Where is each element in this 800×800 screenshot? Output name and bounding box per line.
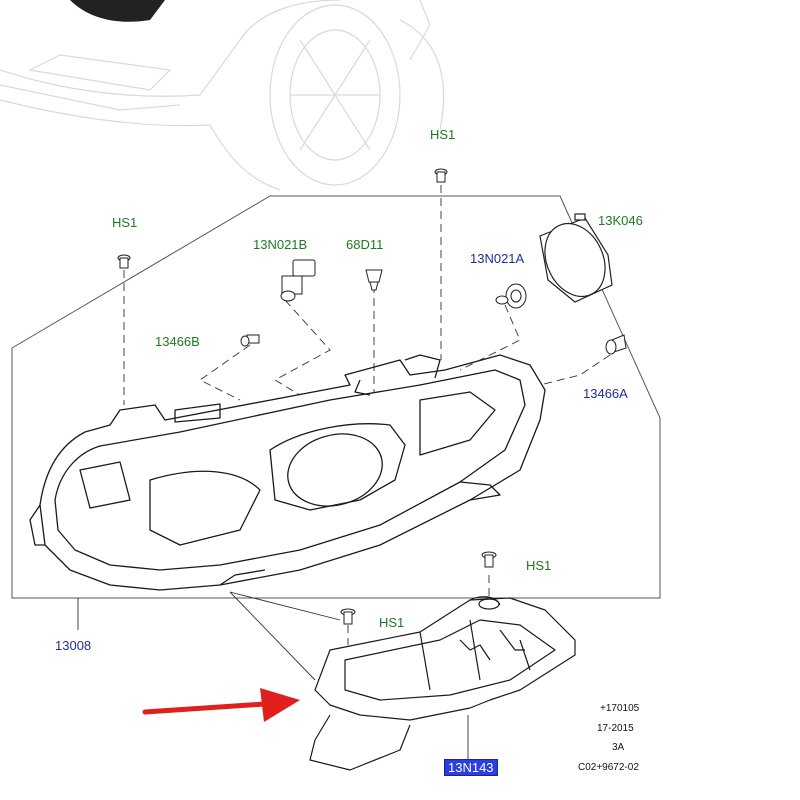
red-arrow <box>142 688 300 722</box>
cap-13k046-icon <box>539 213 613 303</box>
assembly-frame <box>11 195 661 599</box>
solid-leaders <box>77 591 469 760</box>
label-13008: 13008 <box>55 638 92 653</box>
bulb-13466a-icon <box>605 334 627 355</box>
label-13k046: 13K046 <box>598 213 643 228</box>
screw-icon <box>117 168 497 625</box>
clip-icon <box>365 269 383 291</box>
leader-lines <box>123 185 611 645</box>
drawing-code-line-1: +170105 <box>600 703 640 714</box>
bulb-13466b-icon <box>240 334 260 347</box>
label-hs1-mid-lower: HS1 <box>379 615 405 630</box>
label-13466a: 13466A <box>583 386 628 401</box>
label-13n021a: 13N021A <box>470 251 525 266</box>
vehicle-outline <box>0 0 445 191</box>
drawing-code-line-3: 3A <box>612 742 625 753</box>
headlamp-housing <box>29 354 546 591</box>
heat-shield <box>309 596 576 771</box>
bulb-13n021a-icon <box>495 283 527 309</box>
label-13466b: 13466B <box>155 334 200 349</box>
bulb-13n021b-icon <box>280 259 316 302</box>
drawing-code-line-2: 17-2015 <box>597 723 634 734</box>
label-68d11: 68D11 <box>346 237 384 252</box>
drawing-code-line-4: C02+9672-02 <box>578 762 639 773</box>
label-hs1-top: HS1 <box>430 127 456 142</box>
label-hs1-left: HS1 <box>112 215 138 230</box>
label-hs1-right-lower: HS1 <box>526 558 552 573</box>
vehicle-headlamp-dark <box>70 0 165 22</box>
label-13n021b: 13N021B <box>253 237 308 252</box>
label-13n143-highlighted[interactable]: 13N143 <box>444 759 498 776</box>
